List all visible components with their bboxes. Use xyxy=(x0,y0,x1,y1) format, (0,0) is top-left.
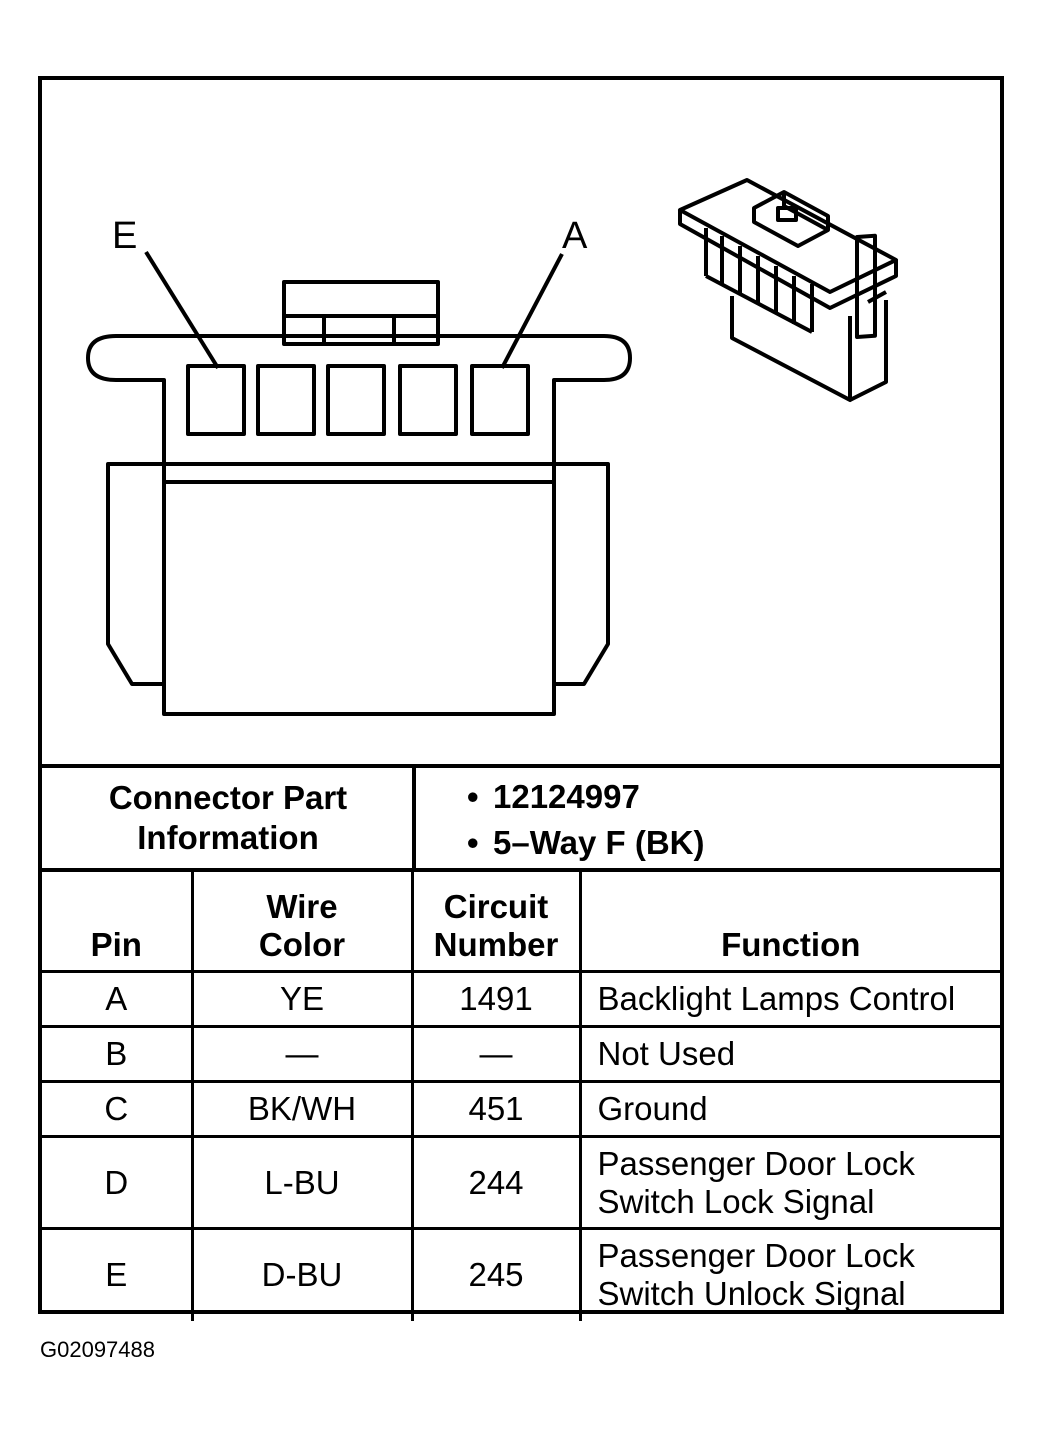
connector-description: 5–Way F (BK) xyxy=(493,824,705,861)
pin-cell: A xyxy=(42,970,194,1028)
circuit-cell: 245 xyxy=(410,1227,582,1321)
function-cell: Backlight Lamps Control xyxy=(578,970,1000,1028)
part-number: 12124997 xyxy=(493,778,640,815)
cavity-a xyxy=(470,364,530,436)
connector-diagram-frame: E A Connector Part Information • 12124997 xyxy=(38,76,1004,1321)
pin-cell: B xyxy=(42,1025,194,1083)
connector-info-label-line2: Information xyxy=(137,819,319,856)
connector-info-label-line1: Connector Part xyxy=(108,779,348,816)
cavity-b xyxy=(398,364,458,436)
pin-cell: E xyxy=(42,1227,194,1321)
pin-cell: C xyxy=(42,1080,194,1138)
function-cell: Not Used xyxy=(578,1025,1000,1083)
info-divider xyxy=(412,768,416,868)
circuit-cell: 244 xyxy=(410,1135,582,1230)
bullet: • xyxy=(467,824,479,861)
pin-cavities xyxy=(186,364,530,436)
wire-color-cell: — xyxy=(190,1025,414,1083)
function-cell: Ground xyxy=(578,1080,1000,1138)
wire-color-cell: BK/WH xyxy=(190,1080,414,1138)
connector-flange xyxy=(86,334,632,464)
connector-info-label: Connector Part Information xyxy=(42,768,414,868)
circuit-cell: 451 xyxy=(410,1080,582,1138)
table-row: A YE 1491 Backlight Lamps Control xyxy=(42,970,1000,1028)
header-function: Function xyxy=(578,872,1000,973)
connector-part-information: Connector Part Information • 12124997 • 5–… xyxy=(42,764,1000,872)
figure-id: G02097488 xyxy=(40,1337,155,1362)
connector-isometric-view xyxy=(678,178,898,402)
wire-color-cell: D-BU xyxy=(190,1227,414,1321)
wire-color-cell: YE xyxy=(190,970,414,1028)
cavity-e xyxy=(186,364,246,436)
leader-line-e xyxy=(144,250,220,370)
pin-label-a: A xyxy=(562,215,588,257)
table-row: C BK/WH 451 Ground xyxy=(42,1080,1000,1138)
cavity-d xyxy=(256,364,316,436)
leader-line-a xyxy=(500,253,564,369)
connector-body xyxy=(162,462,556,716)
cavity-c xyxy=(326,364,386,436)
table-row: B — — Not Used xyxy=(42,1025,1000,1083)
circuit-cell: — xyxy=(410,1025,582,1083)
bullet: • xyxy=(467,778,479,815)
connector-right-ear xyxy=(554,462,610,686)
connector-face-diagram: E A xyxy=(86,178,898,716)
circuit-cell: 1491 xyxy=(410,970,582,1028)
pin-label-e: E xyxy=(112,215,137,257)
connector-info-values: • 12124997 • 5–Way F (BK) xyxy=(467,774,704,866)
connector-left-ear xyxy=(106,462,164,686)
connector-description-line: • 5–Way F (BK) xyxy=(467,820,704,866)
connector-latch xyxy=(282,280,440,346)
wire-color-cell: L-BU xyxy=(190,1135,414,1230)
part-number-line: • 12124997 xyxy=(467,774,704,820)
header-pin: Pin xyxy=(42,872,194,973)
pin-cell: D xyxy=(42,1135,194,1230)
